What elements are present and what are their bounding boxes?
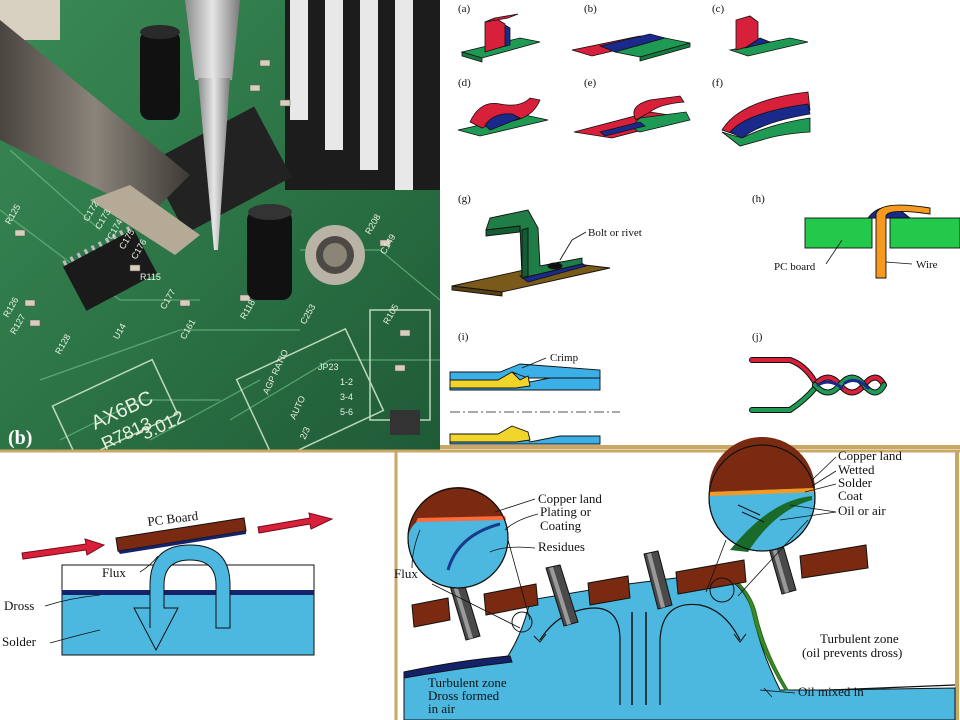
panel-g-label: (g) [458,193,471,205]
joint-c [728,15,809,57]
residues-label: Residues [538,539,585,554]
joint-g [451,209,611,297]
joint-a [460,13,541,63]
solder-right-label: Solder [838,475,873,490]
turbulent-right-label-2: (oil prevents dross) [802,645,902,660]
joint-diagrams: (a) (b) (c) (d) (e) (f) (g) (h) (i) (j) [440,3,960,449]
dross-left-label: Dross [4,598,34,613]
photo-label-b: (b) [8,427,32,449]
solder-photo: AX6BC R7813 3.012 AGP RATIO AUTO 2/3 JP2… [0,0,440,450]
panel-f-label: (f) [712,77,723,89]
copper-land-label-2: Copper land [838,448,902,463]
silk-jp23: JP23 [318,362,339,372]
panel-e-label: (e) [584,77,597,89]
silk-12: 1-2 [340,377,353,387]
flux-right-label: Flux [394,566,418,581]
crimp-label: Crimp [550,352,579,364]
panel-i-label: (i) [458,331,469,343]
flux-left-label: Flux [102,565,126,580]
oil-mixed-label: Oil mixed in [798,684,864,699]
panel-a-label: (a) [458,3,471,15]
joint-b [571,33,691,62]
coat-label: Coat [838,488,863,503]
plating-label-1: Plating or [540,504,592,519]
turbulent-left-label-2: Dross formed [428,688,500,703]
joint-d [457,97,549,137]
wave-left-diagram [21,512,334,656]
wetted-label: Wetted [838,462,875,477]
panel-h-label: (h) [752,193,765,205]
panel-b-label: (b) [584,3,597,15]
turbulent-left-label-1: Turbulent zone [428,675,507,690]
copper-land-label-1: Copper land [538,491,602,506]
panel-d-label: (d) [458,77,471,89]
wave-right-diagram [403,436,956,720]
joint-j [749,357,887,413]
pc-board-left-label: PC Board [147,508,200,529]
silk-34: 3-4 [340,392,353,402]
joint-f [721,91,811,147]
wire-label: Wire [916,259,938,271]
joint-h [804,204,960,279]
silk-23: 2/3 [298,425,312,441]
plating-label-2: Coating [540,518,582,533]
panel-c-label: (c) [712,3,725,15]
turbulent-left-label-3: in air [428,701,456,716]
pc-board-label: PC board [774,261,816,273]
silk-56: 5-6 [340,407,353,417]
panel-j-label: (j) [752,331,763,343]
solder-left-label: Solder [2,634,37,649]
silk-r115: R115 [140,272,161,282]
joint-e [573,95,691,139]
joint-i [449,357,620,445]
oil-air-label: Oil or air [838,503,886,518]
turbulent-right-label-1: Turbulent zone [820,631,899,646]
bolt-rivet-label: Bolt or rivet [588,227,642,239]
